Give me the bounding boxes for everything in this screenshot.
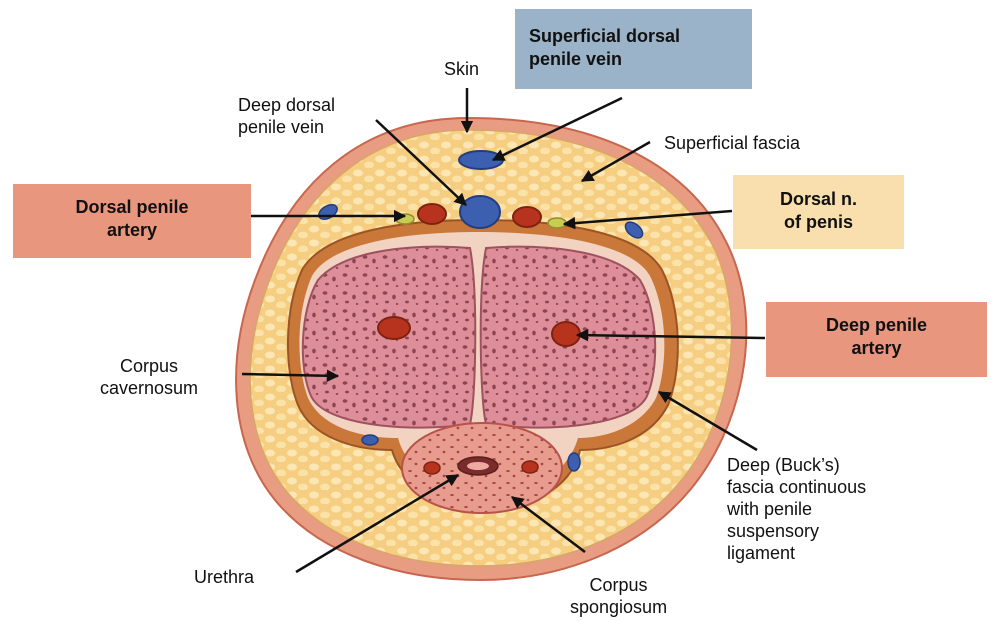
buck-fascia-line4: suspensory (727, 520, 866, 542)
corpus-spongiosum-line1: Corpus (570, 574, 667, 596)
label-corpus-cavernosum: Corpus cavernosum (100, 355, 198, 399)
deep-dorsal-vein-line2: penile vein (238, 116, 335, 138)
label-deep-dorsal-vein: Deep dorsal penile vein (238, 94, 335, 138)
circumflex-vein-left (362, 435, 378, 445)
dorsal-artery-box: Dorsal penile artery (13, 184, 251, 258)
dorsal-nerve-line1: Dorsal n. (733, 188, 904, 211)
bulbourethral-artery-right (522, 461, 538, 473)
deep-dorsal-vein (460, 196, 500, 228)
superficial-dorsal-vein-line1: Superficial dorsal (529, 25, 752, 48)
buck-fascia-line5: ligament (727, 542, 866, 564)
corpus-cavernosum-line1: Corpus (100, 355, 198, 377)
dorsal-artery-left (418, 204, 446, 224)
label-urethra: Urethra (194, 566, 254, 588)
superficial-dorsal-vein (459, 151, 503, 169)
corpus-spongiosum-line2: spongiosum (570, 596, 667, 618)
superficial-dorsal-vein-line2: penile vein (529, 48, 752, 71)
deep-artery-right (552, 322, 580, 346)
deep-artery-line1: Deep penile (766, 314, 987, 337)
label-corpus-spongiosum: Corpus spongiosum (570, 574, 667, 618)
corpus-cavernosum-line2: cavernosum (100, 377, 198, 399)
deep-artery-left (378, 317, 410, 339)
dorsal-nerve-box: Dorsal n. of penis (733, 175, 904, 249)
dorsal-nerve-line2: of penis (733, 211, 904, 234)
dorsal-artery-right (513, 207, 541, 227)
circumflex-vein-right (568, 453, 580, 471)
dorsal-artery-line1: Dorsal penile (13, 196, 251, 219)
deep-artery-box: Deep penile artery (766, 302, 987, 377)
buck-fascia-line3: with penile (727, 498, 866, 520)
buck-fascia-line2: fascia continuous (727, 476, 866, 498)
buck-fascia-line1: Deep (Buck’s) (727, 454, 866, 476)
dorsal-nerve-right (548, 218, 566, 228)
label-buck-fascia: Deep (Buck’s) fascia continuous with pen… (727, 454, 866, 564)
deep-dorsal-vein-line1: Deep dorsal (238, 94, 335, 116)
label-skin: Skin (444, 58, 479, 80)
urethra-inner (467, 462, 489, 470)
dorsal-artery-line2: artery (13, 219, 251, 242)
superficial-dorsal-vein-box: Superficial dorsal penile vein (515, 9, 752, 89)
deep-artery-line2: artery (766, 337, 987, 360)
label-superficial-fascia: Superficial fascia (664, 132, 800, 154)
bulbourethral-artery-left (424, 462, 440, 474)
